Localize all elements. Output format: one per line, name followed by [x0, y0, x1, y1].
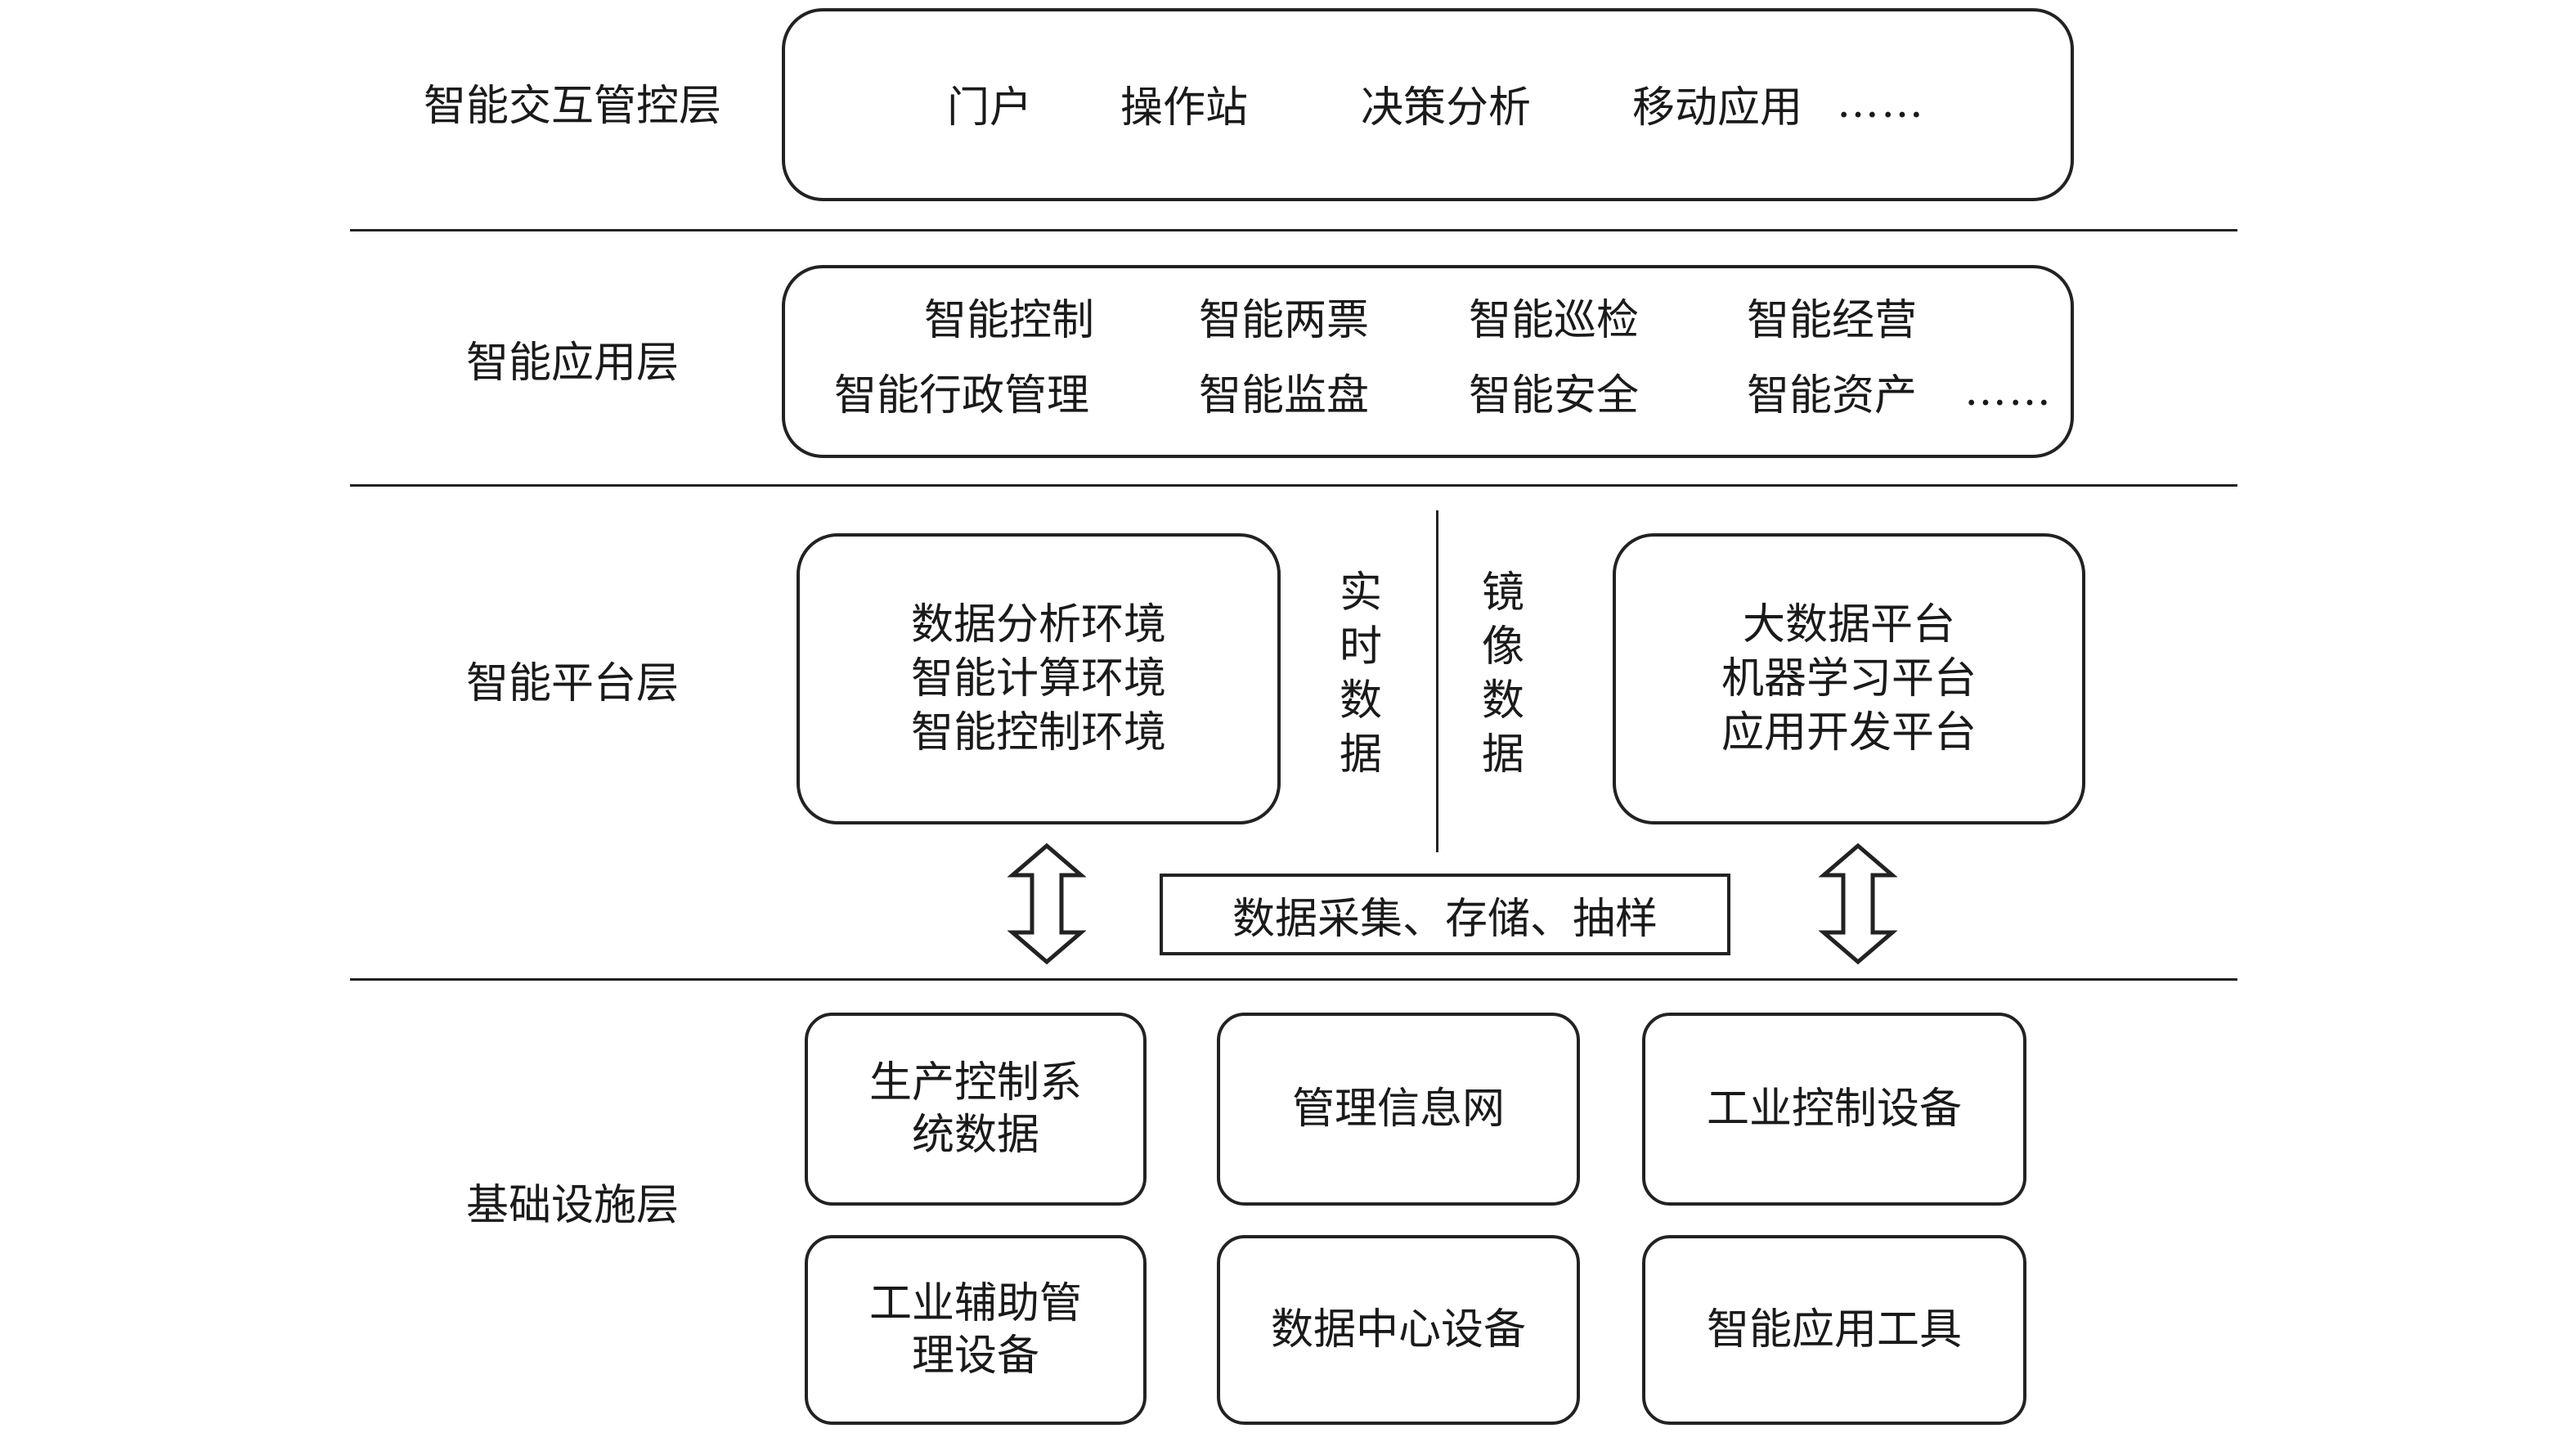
infra-production-line-2: 统数据 — [911, 1111, 1039, 1160]
env-smart-control: 智能控制环境 — [910, 708, 1166, 757]
realtime-char-1: 实 — [1339, 568, 1382, 618]
app-item-smart-assets: 智能资产 — [1747, 371, 1918, 420]
infra-box-data-center: 数据中心设备 — [1217, 1235, 1580, 1425]
separator-line-2 — [350, 484, 2237, 487]
interaction-item-mobile: 移动应用 — [1632, 83, 1803, 133]
mirror-char-4: 据 — [1481, 730, 1524, 779]
interaction-item-workstation: 操作站 — [1120, 83, 1249, 133]
realtime-char-2: 时 — [1339, 622, 1382, 672]
infra-management-network-label: 管理信息网 — [1291, 1085, 1505, 1134]
separator-line-3 — [350, 978, 2237, 981]
realtime-char-4: 据 — [1339, 730, 1382, 779]
layer-label-interaction: 智能交互管控层 — [423, 82, 721, 131]
application-ellipsis: …… — [1964, 366, 2053, 416]
app-item-smart-admin: 智能行政管理 — [834, 371, 1090, 420]
infra-smart-tools-label: 智能应用工具 — [1706, 1305, 1962, 1354]
data-collection-box: 数据采集、存储、抽样 — [1160, 874, 1730, 955]
infra-box-smart-tools: 智能应用工具 — [1642, 1235, 2026, 1425]
infra-aux-line-1: 工业辅助管 — [868, 1279, 1082, 1328]
platform-divider-line — [1436, 510, 1438, 852]
infra-box-industrial-control: 工业控制设备 — [1642, 1013, 2026, 1206]
realtime-data-label: 实 时 数 据 — [1336, 566, 1385, 782]
mirror-char-3: 数 — [1481, 676, 1524, 725]
double-arrow-left-icon — [1008, 842, 1086, 965]
app-item-smart-operation: 智能经营 — [1747, 296, 1918, 345]
app-item-smart-monitoring: 智能监盘 — [1199, 371, 1370, 420]
double-arrow-right-icon — [1819, 842, 1897, 965]
layer-label-infrastructure: 基础设施层 — [465, 1181, 679, 1230]
interaction-ellipsis: …… — [1837, 79, 1925, 128]
realtime-char-3: 数 — [1339, 676, 1382, 725]
layer-label-application: 智能应用层 — [465, 339, 679, 388]
infra-production-line-1: 生产控制系 — [868, 1058, 1082, 1107]
layer-label-platform: 智能平台层 — [465, 659, 679, 708]
app-item-smart-safety: 智能安全 — [1469, 371, 1640, 420]
env-smart-compute: 智能计算环境 — [910, 654, 1166, 703]
separator-line-1 — [350, 229, 2237, 231]
app-item-smart-control: 智能控制 — [924, 296, 1095, 345]
infra-aux-line-2: 理设备 — [911, 1332, 1039, 1381]
platform-platforms-box: 大数据平台 机器学习平台 应用开发平台 — [1613, 533, 2085, 824]
infra-box-aux-management: 工业辅助管 理设备 — [805, 1235, 1147, 1425]
env-data-analysis: 数据分析环境 — [910, 600, 1166, 649]
infra-box-management-network: 管理信息网 — [1217, 1013, 1580, 1206]
infra-box-production-control: 生产控制系 统数据 — [805, 1013, 1147, 1206]
app-item-smart-inspection: 智能巡检 — [1469, 296, 1640, 345]
application-layer-box — [782, 265, 2074, 458]
infra-data-center-label: 数据中心设备 — [1270, 1305, 1526, 1354]
infra-industrial-control-label: 工业控制设备 — [1706, 1085, 1962, 1134]
platform-environments-box: 数据分析环境 智能计算环境 智能控制环境 — [797, 533, 1281, 824]
mirror-char-2: 像 — [1481, 622, 1524, 672]
platform-big-data: 大数据平台 — [1742, 600, 1955, 649]
interaction-layer-box — [782, 8, 2074, 201]
interaction-item-decision: 决策分析 — [1361, 83, 1532, 133]
mirror-char-1: 镜 — [1481, 568, 1524, 618]
mirror-data-label: 镜 像 数 据 — [1479, 566, 1528, 782]
interaction-item-portal: 门户 — [947, 83, 1033, 133]
platform-machine-learning: 机器学习平台 — [1721, 654, 1977, 703]
platform-app-development: 应用开发平台 — [1721, 708, 1977, 757]
app-item-smart-tickets: 智能两票 — [1199, 296, 1370, 345]
